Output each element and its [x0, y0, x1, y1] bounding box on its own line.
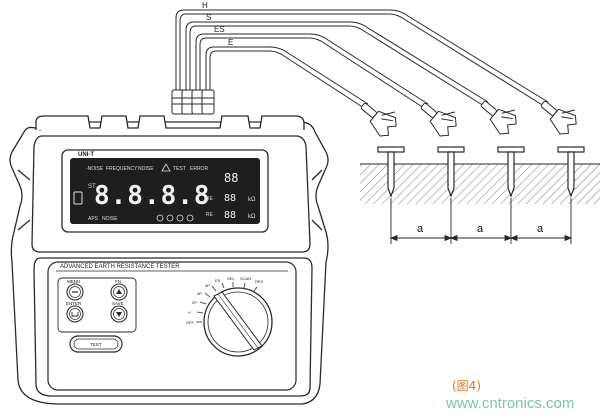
lead-label-e: E — [228, 38, 233, 47]
arrow-down-icon — [116, 312, 122, 317]
down-button[interactable] — [110, 305, 128, 323]
menu-button[interactable] — [66, 283, 84, 301]
lead-label-es: ES — [214, 25, 225, 34]
lcd-label-noise: NOISE — [138, 166, 154, 172]
up-label: FN — [115, 279, 121, 284]
rotary-dial[interactable] — [203, 287, 273, 357]
spacing-dimensions — [389, 198, 573, 244]
ground-soil — [360, 163, 600, 204]
dial-pos-off: OFF — [186, 320, 195, 325]
menu-label: MENU — [67, 279, 80, 284]
lcd-brand: UNI-T — [78, 152, 94, 158]
dial-pos-es: ES — [215, 278, 221, 283]
ground-stakes — [377, 146, 585, 198]
up-button[interactable] — [110, 283, 128, 301]
dial-pos-4p: 4P — [205, 283, 210, 288]
lcd-label-re-2: RE — [206, 212, 214, 218]
lcd-label-noise-bottom: NOISE — [102, 216, 118, 222]
panel-title: ADVANCED EARTH RESISTANCE TESTER — [60, 264, 180, 270]
test-button[interactable] — [69, 335, 123, 353]
lead-wires — [175, 9, 549, 109]
lcd-label-frequency: FREQUENCY — [106, 166, 138, 172]
lcd-label-error: ERROR — [190, 166, 208, 172]
warning-icon — [161, 163, 171, 172]
dial-pos-v: V — [188, 310, 191, 315]
dial-pos-3p: 3P — [197, 291, 202, 296]
down-label: SAVE — [112, 301, 124, 306]
arrow-up-icon — [116, 289, 122, 294]
terminal-plugs — [171, 89, 215, 115]
lcd-small-digits-3: 88 — [224, 210, 236, 221]
watermark: www.cntronics.com — [445, 395, 574, 412]
spacing-label-1: a — [417, 223, 424, 235]
lead-label-s: S — [206, 13, 211, 22]
clip-es — [420, 102, 457, 137]
dial-pos-scan: SCAN — [240, 276, 251, 281]
lcd-label-st: ST — [88, 184, 96, 190]
dial-tick-marks — [196, 282, 258, 323]
lcd-display — [61, 149, 269, 233]
clip-h — [540, 100, 577, 135]
dial-positions: OFF V 2P 3P 4P ES SEL SCAN RES — [186, 276, 264, 325]
test-label: TEST — [90, 342, 102, 347]
lcd-segments: -NOISE FREQUENCY NOISE TEST ERROR ST 8.8… — [73, 163, 256, 222]
lcd-unit-2: kΩ — [248, 214, 256, 220]
dial-pos-sel: SEL — [227, 276, 235, 281]
lcd-label-test: TEST — [173, 166, 186, 172]
spacing-label-2: a — [477, 223, 484, 235]
dial-pos-res: RES — [255, 279, 264, 284]
enter-button[interactable] — [66, 305, 84, 323]
stake-es — [437, 146, 465, 198]
stake-e — [377, 146, 405, 198]
lcd-small-digits-1: 88 — [224, 171, 238, 185]
figure-caption: (图4) — [452, 379, 481, 393]
lcd-label-aps: APS — [88, 216, 99, 222]
button-group-frame — [57, 277, 137, 333]
lead-label-h: H — [202, 1, 208, 10]
lcd-unit-1: kΩ — [248, 197, 256, 203]
lcd-label-noise-neg: -NOISE — [86, 166, 104, 172]
enter-label: ENTER — [66, 301, 82, 306]
spacing-label-3: a — [537, 223, 544, 235]
lcd-round-indicators — [156, 214, 194, 222]
lcd-label-re-1: RE — [206, 196, 214, 202]
enter-icon — [71, 312, 79, 317]
dial-pos-2p: 2P — [192, 300, 197, 305]
stake-h — [557, 146, 585, 198]
lcd-small-digits-2: 88 — [224, 193, 236, 204]
clip-s — [480, 100, 517, 135]
stake-s — [497, 146, 525, 198]
lcd-main-digits: 8.8.8.8 — [94, 181, 211, 211]
clip-e — [360, 102, 397, 137]
alligator-clips — [360, 100, 577, 137]
battery-icon — [73, 191, 83, 205]
